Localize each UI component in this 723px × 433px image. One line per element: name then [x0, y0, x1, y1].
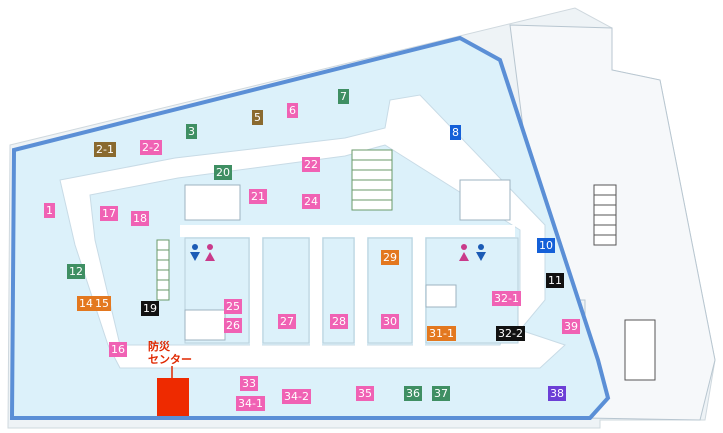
disaster-center-label-line1: 防災: [148, 340, 170, 353]
inner-corridor-v1: [250, 235, 262, 347]
inner-corridor-v2: [310, 235, 322, 347]
block-28: [322, 237, 355, 344]
unit-33-label[interactable]: 33: [240, 376, 258, 391]
unit-19-label[interactable]: 19: [141, 301, 159, 316]
unit-14-label[interactable]: 14: [77, 296, 95, 311]
restroom-icon: [459, 244, 486, 261]
unit-39-label[interactable]: 39: [562, 319, 580, 334]
unit-6-label[interactable]: 6: [287, 103, 298, 118]
unit-29-label[interactable]: 29: [381, 250, 399, 265]
unit-22-label[interactable]: 22: [302, 157, 320, 172]
inner-corridor-v3: [355, 235, 367, 347]
unit-3-label[interactable]: 3: [186, 124, 197, 139]
service-core-31: [425, 284, 457, 308]
unit-2-1-label[interactable]: 2-1: [94, 142, 116, 157]
stairs-green: [156, 149, 393, 301]
unit-27-label[interactable]: 27: [278, 314, 296, 329]
unit-20-label[interactable]: 20: [214, 165, 232, 180]
unit-1-label[interactable]: 1: [44, 203, 55, 218]
unit-16-label[interactable]: 16: [109, 342, 127, 357]
service-core-26: [184, 309, 226, 341]
unit-12-label[interactable]: 12: [67, 264, 85, 279]
service-core-20: [184, 184, 241, 221]
unit-15-label[interactable]: 15: [93, 296, 111, 311]
unit-31-1-label[interactable]: 31-1: [427, 326, 456, 341]
unit-26-label[interactable]: 26: [224, 318, 242, 333]
restroom-icon: [190, 244, 215, 261]
inner-corridor-h: [180, 225, 515, 237]
unit-24-label[interactable]: 24: [302, 194, 320, 209]
outer-wall: [9, 35, 611, 420]
unit-10-label[interactable]: 10: [537, 238, 555, 253]
unit-34-2-label[interactable]: 34-2: [282, 389, 311, 404]
unit-32-1-label[interactable]: 32-1: [492, 291, 521, 306]
unit-5-label[interactable]: 5: [252, 110, 263, 125]
unit-38-label[interactable]: 38: [548, 386, 566, 401]
unit-2-2-label[interactable]: 2-2: [140, 140, 162, 155]
disaster-center-label-line2: センター: [148, 353, 192, 366]
unit-18-label[interactable]: 18: [131, 211, 149, 226]
escalator-east: [593, 184, 656, 381]
unit-25-label[interactable]: 25: [224, 299, 242, 314]
inner-corridor-v4: [413, 235, 425, 347]
unit-21-label[interactable]: 21: [249, 189, 267, 204]
unit-36-label[interactable]: 36: [404, 386, 422, 401]
unit-11-label[interactable]: 11: [546, 273, 564, 288]
unit-30-label[interactable]: 30: [381, 314, 399, 329]
disaster-center-block: [157, 378, 189, 416]
unit-28-label[interactable]: 28: [330, 314, 348, 329]
unit-34-1-label[interactable]: 34-1: [236, 396, 265, 411]
unit-7-label[interactable]: 7: [338, 89, 349, 104]
unit-8-label[interactable]: 8: [450, 125, 461, 140]
unit-37-label[interactable]: 37: [432, 386, 450, 401]
unit-32-2-label[interactable]: 32-2: [496, 326, 525, 341]
service-core-8: [459, 179, 511, 221]
unit-35-label[interactable]: 35: [356, 386, 374, 401]
disaster-center-callout: 防災 センター: [148, 340, 192, 366]
unit-17-label[interactable]: 17: [100, 206, 118, 221]
